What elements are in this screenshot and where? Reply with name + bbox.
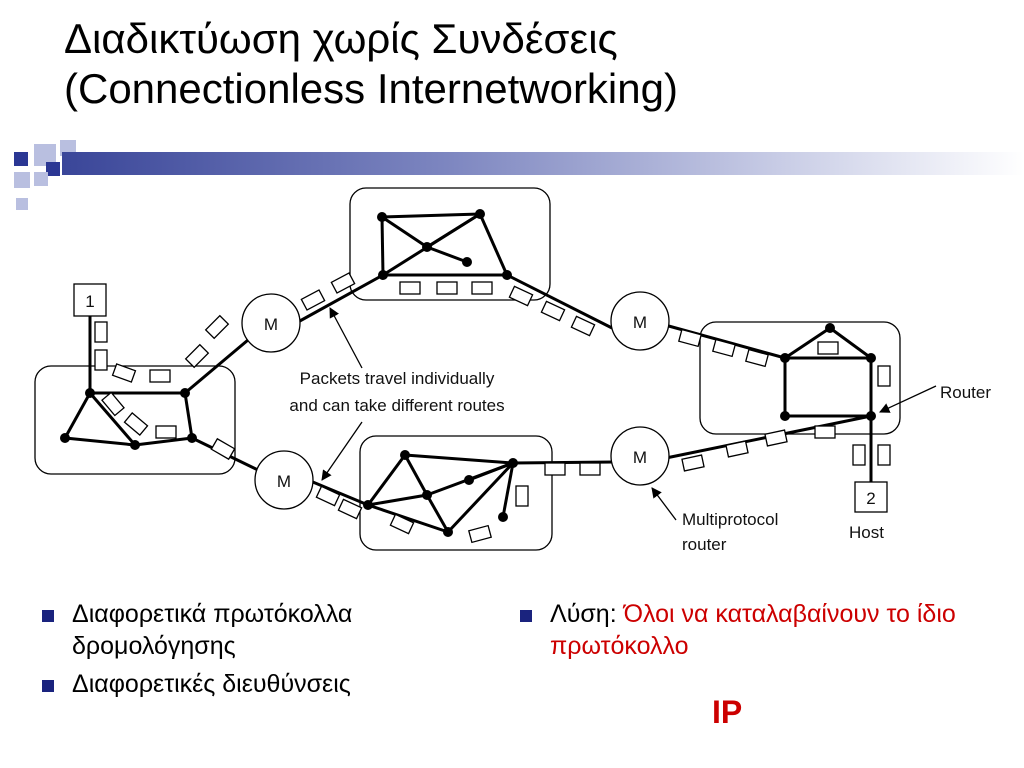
label-multiprotocol-line-2: router <box>682 535 727 554</box>
host-1-box <box>73 283 107 317</box>
label-host: Host <box>849 523 884 542</box>
deco-square <box>34 172 48 186</box>
host-2-label: 2 <box>866 489 875 508</box>
solution-prefix: Λύση: <box>550 600 624 628</box>
ip-label: IP <box>712 694 743 730</box>
router-m-label: M <box>277 472 291 491</box>
callout-packets-line-1: Packets travel individually <box>300 369 495 388</box>
bullet-addresses: Διαφορετικές διευθύνσεις <box>38 668 478 700</box>
title-underline-bar <box>62 152 1024 175</box>
left-bullet-list: Διαφορετικά πρωτόκολλα δρομολόγησης Διαφ… <box>38 598 478 706</box>
deco-square <box>16 198 28 210</box>
title-line-2: (Connectionless Internetworking) <box>64 65 678 112</box>
bullet-solution: Λύση: Όλοι να καταλαβαίνουν το ίδιο πρωτ… <box>516 598 1016 662</box>
host-1-label: 1 <box>85 292 94 311</box>
deco-square <box>34 144 56 166</box>
host-2-box <box>854 481 888 513</box>
right-bullet-list: Λύση: Όλοι να καταλαβαίνουν το ίδιο πρωτ… <box>516 598 1016 668</box>
router-m-label: M <box>264 315 278 334</box>
network-diagram: M M M M 1 2 <box>34 187 991 554</box>
router-m-label: M <box>633 313 647 332</box>
title-line-1: Διαδικτύωση χωρίς Συνδέσεις <box>64 15 618 62</box>
callout-packets-line-2: and can take different routes <box>289 396 504 415</box>
bullet-routing-protocols: Διαφορετικά πρωτόκολλα δρομολόγησης <box>38 598 478 662</box>
network-cloud-top <box>349 187 551 301</box>
network-cloud-left <box>34 365 236 475</box>
callout-arrows <box>321 307 937 521</box>
hosts: 1 2 <box>73 283 888 513</box>
deco-square <box>14 172 30 188</box>
solution-highlight: Όλοι να καταλαβαίνουν το ίδιο πρωτόκολλο <box>550 600 956 660</box>
slide-title: Διαδικτύωση χωρίς Συνδέσεις (Connectionl… <box>64 14 1004 114</box>
label-multiprotocol-line-1: Multiprotocol <box>682 510 778 529</box>
network-cloud-bottom <box>359 435 553 551</box>
network-nodes <box>60 209 876 537</box>
deco-square <box>46 162 60 176</box>
router-m-label: M <box>633 448 647 467</box>
label-router: Router <box>940 383 991 402</box>
network-cloud-right <box>699 321 901 435</box>
deco-square <box>14 152 28 166</box>
packets <box>94 272 891 544</box>
network-clouds <box>34 187 901 551</box>
multiprotocol-routers: M M M M <box>241 291 670 510</box>
network-links <box>63 212 873 534</box>
